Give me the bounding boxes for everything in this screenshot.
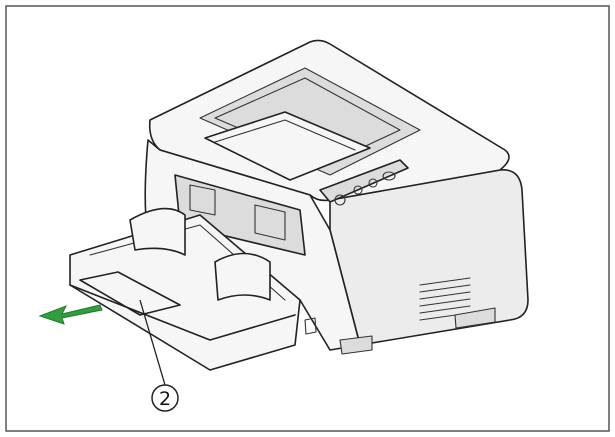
pull-direction-arrow bbox=[38, 304, 103, 325]
document-guide-left bbox=[129, 207, 186, 256]
output-tray-lip bbox=[69, 284, 296, 341]
power-button-icon bbox=[334, 194, 346, 206]
slot-detail-left bbox=[189, 184, 216, 216]
panel-buttons bbox=[334, 171, 396, 206]
callout-leader-line bbox=[139, 299, 166, 386]
front-slot bbox=[174, 174, 306, 256]
document-guide-right bbox=[214, 252, 271, 301]
vent-grille bbox=[419, 277, 471, 321]
stop-button-icon bbox=[368, 178, 378, 188]
side-port bbox=[304, 317, 317, 335]
scanner-side-panel bbox=[329, 169, 529, 346]
callout-circle bbox=[151, 384, 179, 412]
callout-2: 2 bbox=[151, 384, 179, 412]
start-button-icon bbox=[353, 185, 363, 195]
extension-tray bbox=[79, 271, 181, 316]
top-feed-tray bbox=[204, 111, 371, 181]
skip-button-icon bbox=[382, 171, 396, 181]
callout-label: 2 bbox=[159, 388, 171, 410]
foot-rear bbox=[454, 307, 496, 329]
top-tray-edge bbox=[214, 119, 356, 151]
operation-panel bbox=[319, 159, 409, 203]
slot-detail-right bbox=[254, 204, 286, 241]
foot-front bbox=[339, 335, 373, 355]
scanner-illustration bbox=[69, 39, 529, 371]
